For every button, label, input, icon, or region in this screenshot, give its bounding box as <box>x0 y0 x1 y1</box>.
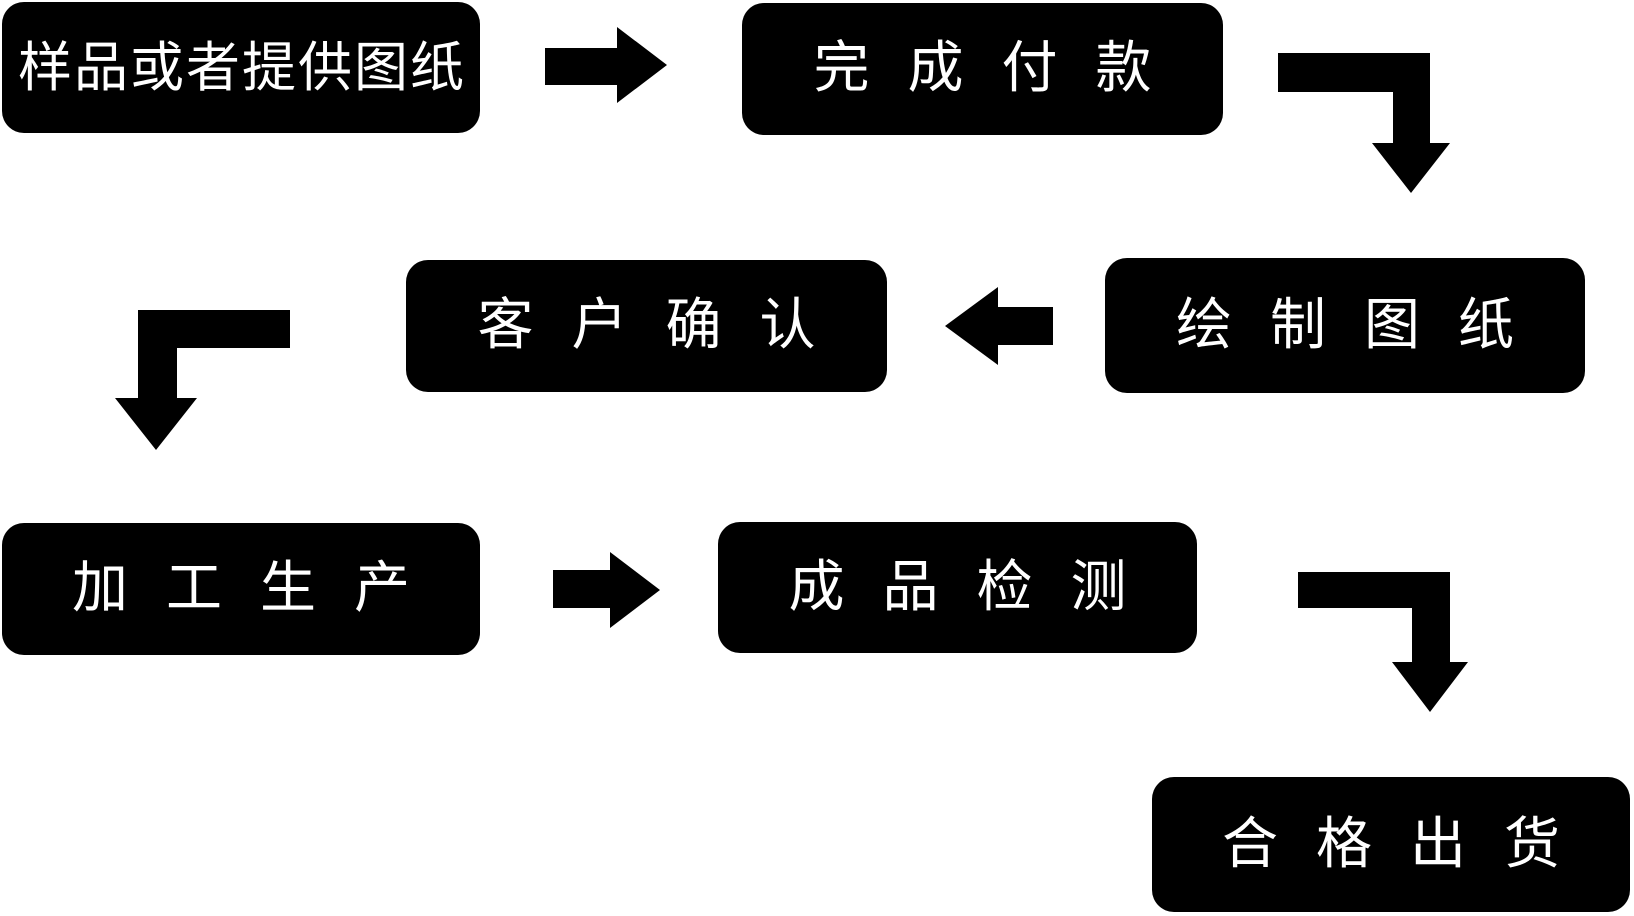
arrow-right-icon <box>545 27 667 103</box>
elbow-arrow-left-down-icon <box>115 310 290 450</box>
node-label: 绘制图纸 <box>1176 292 1552 358</box>
node-label: 样品或者提供图纸 <box>18 35 466 99</box>
elbow-arrow-right-down-icon <box>1278 53 1450 193</box>
node-label: 加工生产 <box>72 556 448 621</box>
node-processing-production: 加工生产 <box>2 523 480 655</box>
arrow-left-icon <box>945 287 1053 365</box>
arrow-right-icon <box>553 552 660 628</box>
node-finished-product-inspection: 成品检测 <box>718 522 1197 653</box>
node-customer-confirmation: 客户确认 <box>406 260 887 392</box>
node-label: 客户确认 <box>477 293 854 358</box>
node-draw-drawings: 绘制图纸 <box>1105 258 1585 393</box>
node-label: 合格出货 <box>1222 811 1598 877</box>
node-complete-payment: 完成付款 <box>742 3 1223 135</box>
elbow-arrow-right-down-icon <box>1298 572 1468 712</box>
node-label: 成品检测 <box>788 554 1165 620</box>
node-label: 完成付款 <box>813 36 1190 101</box>
node-qualified-shipment: 合格出货 <box>1152 777 1630 912</box>
node-sample-or-provide-drawing: 样品或者提供图纸 <box>2 2 480 133</box>
